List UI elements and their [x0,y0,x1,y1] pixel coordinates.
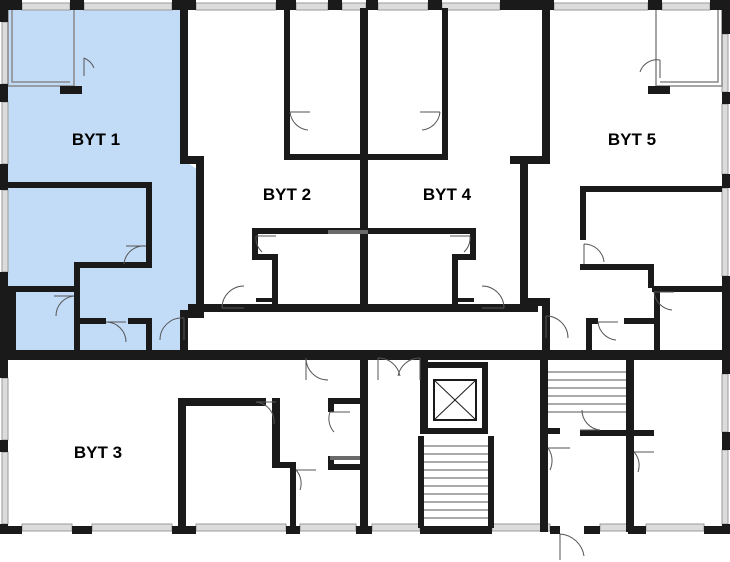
door [295,469,316,491]
doors [54,57,674,560]
door [547,447,570,471]
unit-label-byt2: BYT 2 [263,185,311,204]
staircase [424,371,626,519]
door [639,59,661,78]
door [305,357,329,381]
door [377,357,401,380]
door [105,321,127,343]
door [289,111,310,131]
balcony-frames [7,10,723,87]
unit-label-byt4: BYT 4 [423,185,472,204]
door [420,111,441,131]
door [559,533,585,560]
door [481,285,505,309]
door [633,451,654,473]
door [255,401,276,425]
door [328,411,350,433]
unit-byt1-highlight[interactable] [8,8,198,354]
door [450,235,471,253]
door [397,357,421,380]
door [255,235,276,253]
door [580,409,601,431]
door [123,245,147,265]
unit-label-byt5: BYT 5 [608,130,656,149]
elevator-shaft [433,379,477,421]
door [159,317,185,341]
walls [0,0,730,534]
door [597,321,618,341]
door [54,295,75,317]
door [545,315,569,339]
door [653,291,674,311]
unit-label-byt3: BYT 3 [74,443,122,462]
door [583,243,605,264]
door [83,57,95,76]
door [221,285,245,309]
unit-label-byt1: BYT 1 [72,130,120,149]
